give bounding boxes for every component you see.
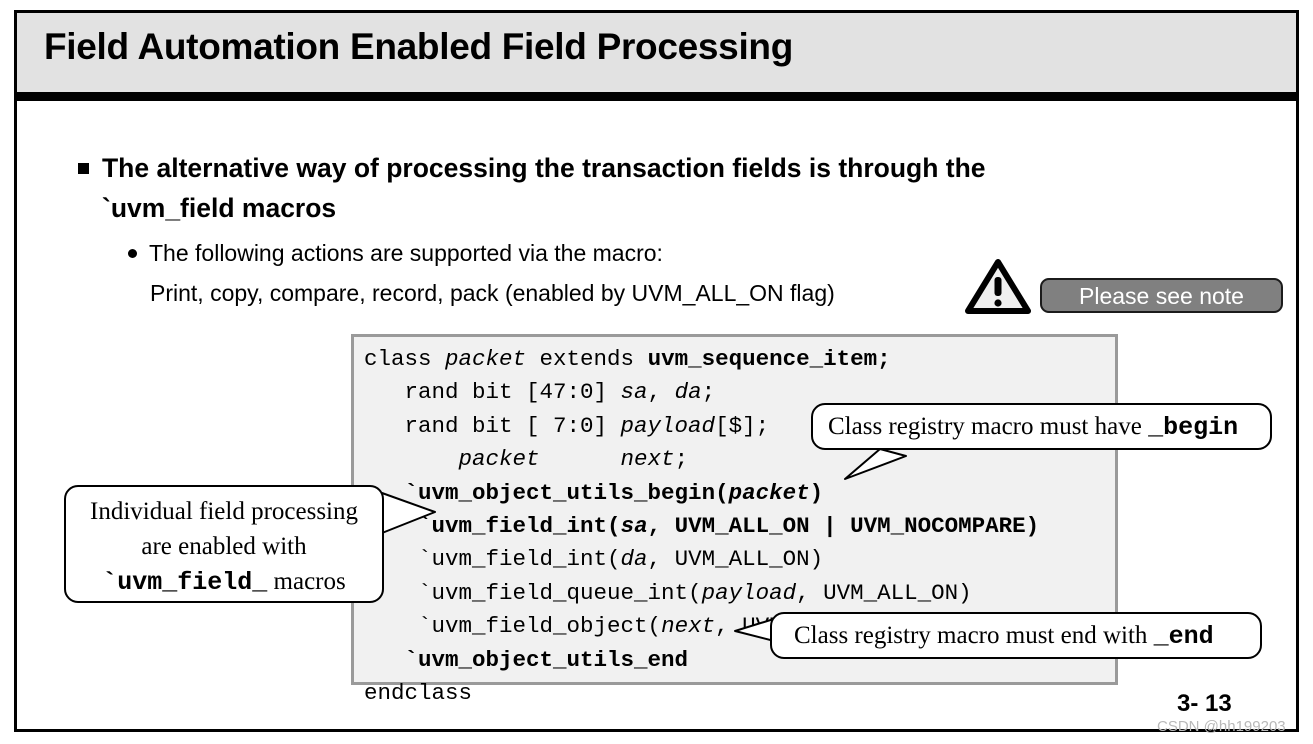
round-bullet-icon (128, 249, 137, 258)
bullet-level2: The following actions are supported via … (128, 236, 663, 270)
code-line: packet next; (458, 446, 689, 473)
bullet-level1: The alternative way of processing the tr… (78, 148, 1238, 228)
callout-begin-text: Class registry macro must have (828, 413, 1149, 440)
bullet-level1-line2: `uvm_field macros (102, 193, 337, 223)
code-line: endclass (364, 680, 473, 707)
bullet-level1-line1: The alternative way of processing the tr… (102, 153, 986, 183)
page-number: 3- 13 (1177, 690, 1232, 717)
warning-triangle-icon (965, 259, 1031, 314)
title-rule (14, 92, 1299, 101)
callout-individual-field-processing: Individual field processing are enabled … (64, 485, 384, 603)
watermark: CSDN @hh199203 (1157, 718, 1286, 735)
callout-left-line3: `uvm_field_ macros (66, 564, 382, 600)
code-line: rand bit [ 7:0] payload[$]; (364, 412, 770, 439)
callout-begin-macro: _begin (1148, 413, 1239, 442)
square-bullet-icon (78, 163, 89, 174)
code-line: `uvm_object_utils_begin(packet) (404, 479, 824, 506)
callout-end-macro: _end (1153, 622, 1214, 651)
callout-class-registry-begin: Class registry macro must have _begin (811, 403, 1272, 450)
title-band (14, 10, 1299, 92)
code-line: `uvm_field_queue_int(payload, UVM_ALL_ON… (364, 579, 972, 606)
callout-end-text: Class registry macro must end with (794, 622, 1154, 649)
code-line: class packet extends uvm_sequence_item; (364, 346, 891, 372)
callout-left-line2: are enabled with (141, 533, 307, 560)
code-line: `uvm_object_utils_end (404, 646, 689, 673)
code-line: `uvm_field_int(da, UVM_ALL_ON) (364, 546, 824, 573)
callout-left-line3-suffix: macros (267, 568, 346, 595)
callout-class-registry-end: Class registry macro must end with _end (770, 612, 1262, 659)
please-see-note-badge[interactable]: Please see note (1040, 278, 1283, 313)
callout-left-line1: Individual field processing (90, 498, 358, 525)
code-line: `uvm_field_int(sa, UVM_ALL_ON | UVM_NOCO… (418, 513, 1040, 540)
code-line: rand bit [47:0] sa, da; (364, 379, 716, 406)
page-title: Field Automation Enabled Field Processin… (44, 26, 794, 67)
bullet-level2-label: The following actions are supported via … (149, 240, 663, 266)
callout-left-macro: `uvm_field_ (102, 568, 268, 597)
bullet-level3-label: Print, copy, compare, record, pack (enab… (150, 280, 835, 306)
